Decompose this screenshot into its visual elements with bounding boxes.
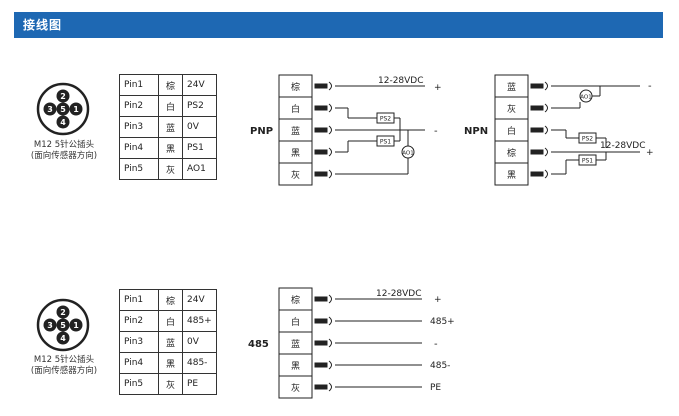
page-title: 接线图 <box>23 18 63 32</box>
signal-cell: AO1 <box>182 158 217 180</box>
pin-label: 3 <box>47 321 53 330</box>
supply-voltage: 12-28VDC <box>378 76 424 86</box>
wire-label: 棕 <box>507 147 516 159</box>
pin-label: 4 <box>60 118 66 127</box>
pin-label: 1 <box>73 321 79 330</box>
output-label: 485- <box>430 361 450 371</box>
wire-label: 黑 <box>507 170 516 181</box>
wire-label: 灰 <box>291 169 300 181</box>
caption-line: M12 5针公插头 <box>33 140 95 150</box>
wire-label: 白 <box>291 316 300 328</box>
wire-label: 蓝 <box>291 125 300 137</box>
signal-cell: PS1 <box>182 137 217 159</box>
ps2-label: PS2 <box>582 136 593 143</box>
connector-caption: M12 5针公插头 (面向传感器方向) <box>22 355 106 377</box>
plus-terminal: + <box>646 148 654 158</box>
ps1-label: PS1 <box>582 158 593 165</box>
wire-label: 蓝 <box>291 338 300 350</box>
wire-label: 白 <box>291 103 300 115</box>
minus-terminal: - <box>434 126 438 137</box>
pin-label: 2 <box>60 308 66 317</box>
npn-label: NPN <box>464 126 488 137</box>
ps2-label: PS2 <box>380 116 391 123</box>
wire-label: 黑 <box>291 361 300 372</box>
wire-label: 黑 <box>291 148 300 159</box>
rs485-label: 485 <box>248 339 269 350</box>
supply-voltage: 12-28VDC <box>600 141 646 151</box>
plus-terminal: + <box>434 83 442 93</box>
caption-line: M12 5针公插头 <box>33 355 95 365</box>
pin-label: 2 <box>60 92 66 101</box>
pin-label: 5 <box>60 321 66 330</box>
wire-label: 灰 <box>291 382 300 394</box>
pin-label: 5 <box>60 105 66 114</box>
minus-terminal: - <box>434 339 438 350</box>
caption-line: (面向传感器方向) <box>30 151 98 161</box>
wire-label: 蓝 <box>507 81 516 93</box>
ao1-label: AO1 <box>402 151 414 157</box>
ao1-label: AO1 <box>580 95 592 101</box>
wire-label: 棕 <box>291 294 300 306</box>
pin-label: 1 <box>73 105 79 114</box>
supply-voltage: 12-28VDC <box>376 289 422 299</box>
pnp-label: PNP <box>250 126 273 137</box>
ps1-label: PS1 <box>380 139 391 146</box>
output-label: PE <box>430 383 441 393</box>
signal-cell: 24V <box>182 289 217 311</box>
pin-label: 4 <box>60 334 66 343</box>
header-bar: 接线图 <box>14 12 663 38</box>
plus-terminal: + <box>434 295 442 305</box>
color-cell: 灰 <box>158 158 183 180</box>
m12-connector-icon: 2 3 5 1 4 <box>36 298 90 352</box>
m12-connector-icon: 2 3 5 1 4 <box>36 82 90 136</box>
minus-terminal: - <box>648 81 652 92</box>
wire-label: 灰 <box>507 103 516 115</box>
wire-label: 白 <box>507 125 516 137</box>
caption-line: (面向传感器方向) <box>30 366 98 376</box>
wire-label: 棕 <box>291 81 300 93</box>
signal-cell: PE <box>182 373 217 395</box>
connector-caption: M12 5针公插头 (面向传感器方向) <box>22 140 106 162</box>
output-label: 485+ <box>430 317 455 327</box>
pin-label: 3 <box>47 105 53 114</box>
